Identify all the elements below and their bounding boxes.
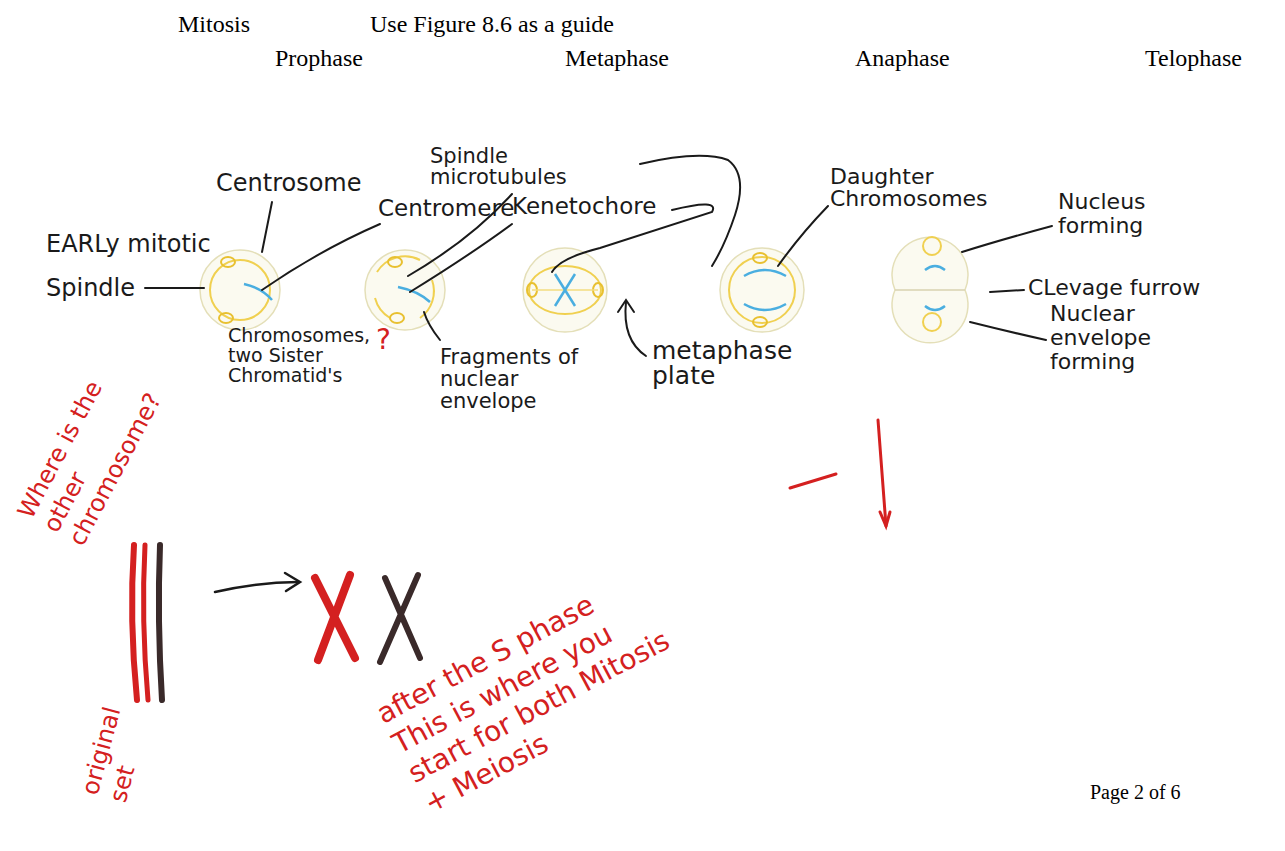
subtitle-instruction: Use Figure 8.6 as a guide	[370, 10, 700, 39]
phase-heading: Telophase	[1145, 44, 1275, 73]
page-number: Page 2 of 6	[1090, 780, 1260, 804]
part-label: Nucleus forming	[1058, 190, 1208, 238]
teacher-note: original set	[76, 684, 160, 805]
part-label: Chromosomes, two Sister Chromatid's	[228, 326, 378, 386]
worksheet-title: Mitosis	[178, 10, 298, 39]
question-mark: ?	[376, 326, 406, 354]
teacher-note: Where is the other chromosome?	[12, 360, 168, 551]
chromosome-sketch	[132, 545, 420, 700]
part-label: metaphase plate	[652, 338, 812, 388]
telophase-cell	[892, 237, 968, 343]
part-label: Spindle microtubules	[430, 146, 630, 188]
phase-heading: Prophase	[275, 44, 425, 73]
teacher-note: after the S phase This is where you star…	[371, 560, 699, 819]
part-label: Daughter Chromosomes	[830, 166, 1020, 210]
red-marks	[790, 420, 890, 526]
part-label: Centromere	[378, 196, 528, 221]
prometaphase-cell	[365, 250, 445, 330]
part-label: Fragments of nuclear envelope	[440, 346, 590, 412]
part-label: Kenetochore	[512, 194, 712, 219]
part-label: EARLy mitotic Spindle	[46, 222, 246, 311]
prophase-cell	[200, 250, 280, 330]
part-label: Nuclear envelope forming	[1050, 302, 1210, 375]
phase-heading: Anaphase	[855, 44, 1005, 73]
anaphase-cell	[720, 248, 804, 332]
part-label: Centrosome	[216, 170, 386, 196]
phase-heading: Metaphase	[565, 44, 715, 73]
part-label: CLevage furrow	[1028, 276, 1268, 300]
